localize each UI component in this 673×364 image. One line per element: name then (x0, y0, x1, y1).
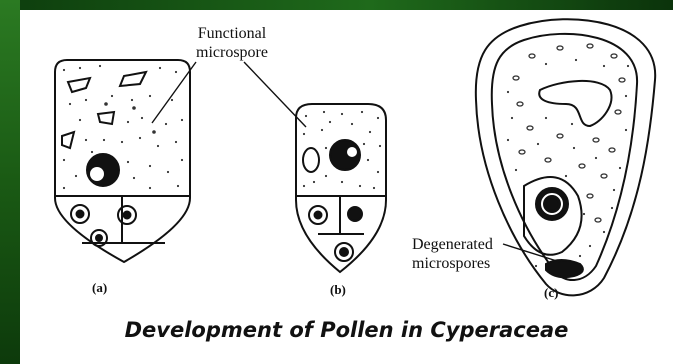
panel-a-cell (55, 60, 190, 262)
microspore-label: microspore (196, 44, 268, 61)
panel-c-cell (476, 19, 655, 295)
top-green-band (0, 0, 673, 10)
panel-b-label: (b) (330, 282, 346, 297)
panel-b-cell (296, 104, 386, 272)
figure-caption: Development of Pollen in Cyperaceae (20, 318, 673, 342)
pollen-development-figure: Functional microspore Degenerated micros… (20, 10, 673, 310)
panel-c-label: (c) (544, 285, 558, 300)
microspores-label: microspores (412, 255, 490, 272)
left-green-band (0, 0, 20, 364)
functional-label: Functional (198, 25, 267, 42)
degenerated-label: Degenerated (412, 236, 493, 253)
panel-a-label: (a) (92, 280, 107, 295)
